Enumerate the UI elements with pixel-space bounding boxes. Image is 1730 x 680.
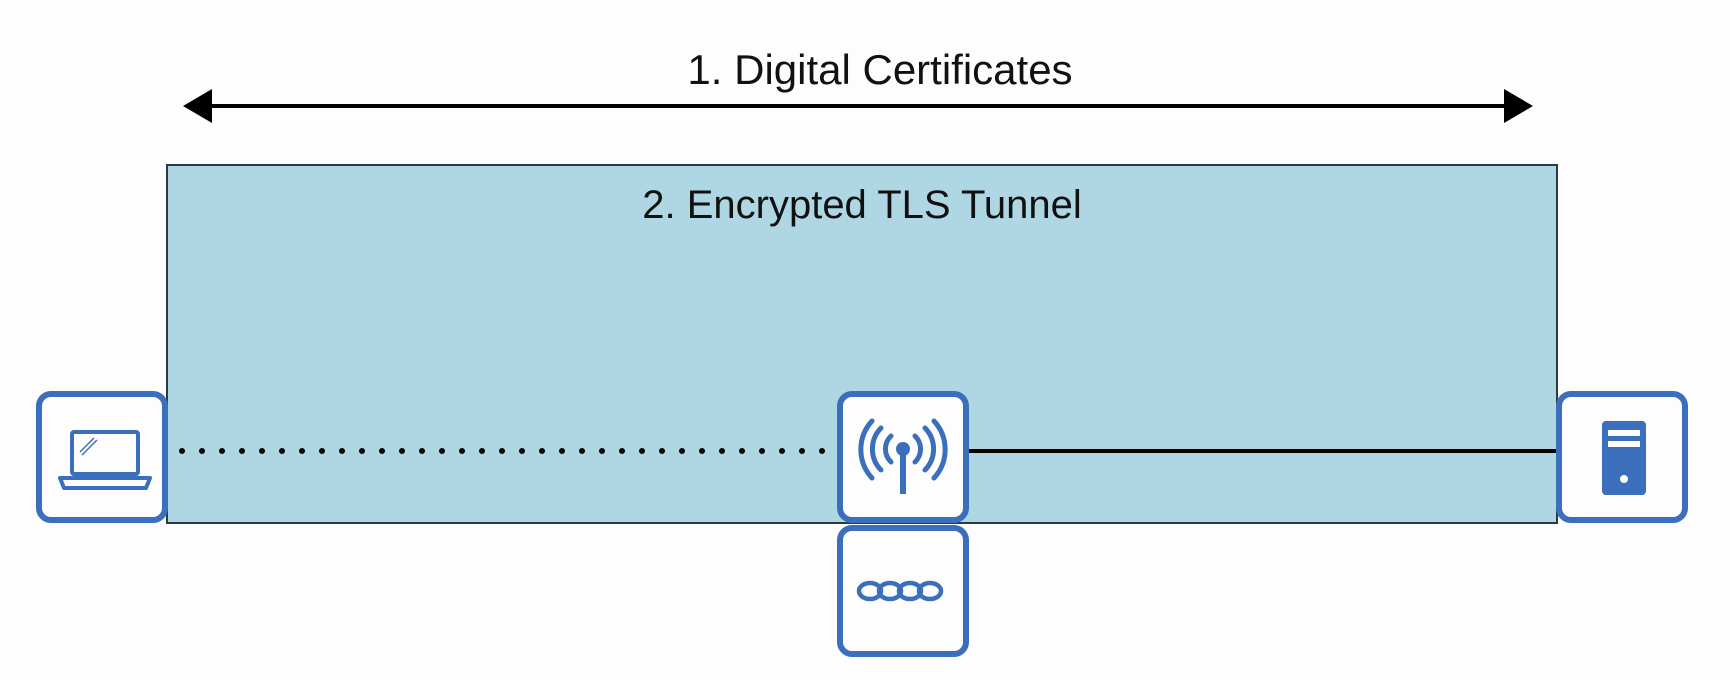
digital-certificates-arrow <box>183 89 1533 123</box>
laptop-device <box>36 391 168 523</box>
laptop-icon <box>58 430 152 490</box>
access-point-device <box>837 391 969 523</box>
tls-tunnel-label: 2. Encrypted TLS Tunnel <box>642 183 1082 227</box>
arrow-head-left <box>183 89 212 123</box>
digital-certificates-label: 1. Digital Certificates <box>687 46 1072 93</box>
chain-link-icon <box>856 580 944 602</box>
laptop-device-box <box>36 391 168 523</box>
wireless-access-point-icon <box>858 418 948 494</box>
server-icon <box>1602 421 1646 495</box>
server-device <box>1556 391 1688 523</box>
controller-device <box>837 525 969 657</box>
arrow-head-right <box>1504 89 1533 123</box>
